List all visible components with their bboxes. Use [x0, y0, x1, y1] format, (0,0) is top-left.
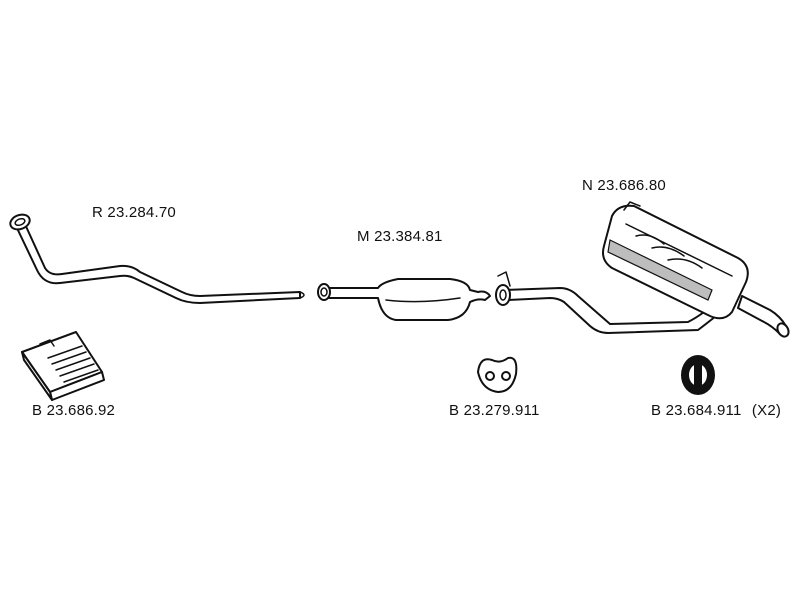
- rear-silencer: [495, 201, 790, 338]
- part-label-mounting-kit: B 23.686.92: [32, 402, 116, 419]
- rubber-mount-a: [477, 356, 518, 393]
- part-quantity: (X2): [751, 402, 782, 419]
- part-label-rear-silencer: N 23.686.80: [582, 177, 666, 194]
- front-pipe: [9, 213, 305, 304]
- mounting-kit: [21, 331, 105, 401]
- part-code: B 23.684.911: [651, 402, 742, 419]
- middle-silencer: [317, 278, 491, 321]
- rubber-mount-b: [681, 355, 715, 395]
- part-label-rubber-mount-a: B 23.279.911: [449, 402, 540, 419]
- part-label-middle-silencer: M 23.384.81: [357, 228, 443, 245]
- part-label-front-pipe: R 23.284.70: [92, 204, 176, 221]
- part-label-rubber-mount-b: B 23.684.911 (X2): [651, 402, 781, 419]
